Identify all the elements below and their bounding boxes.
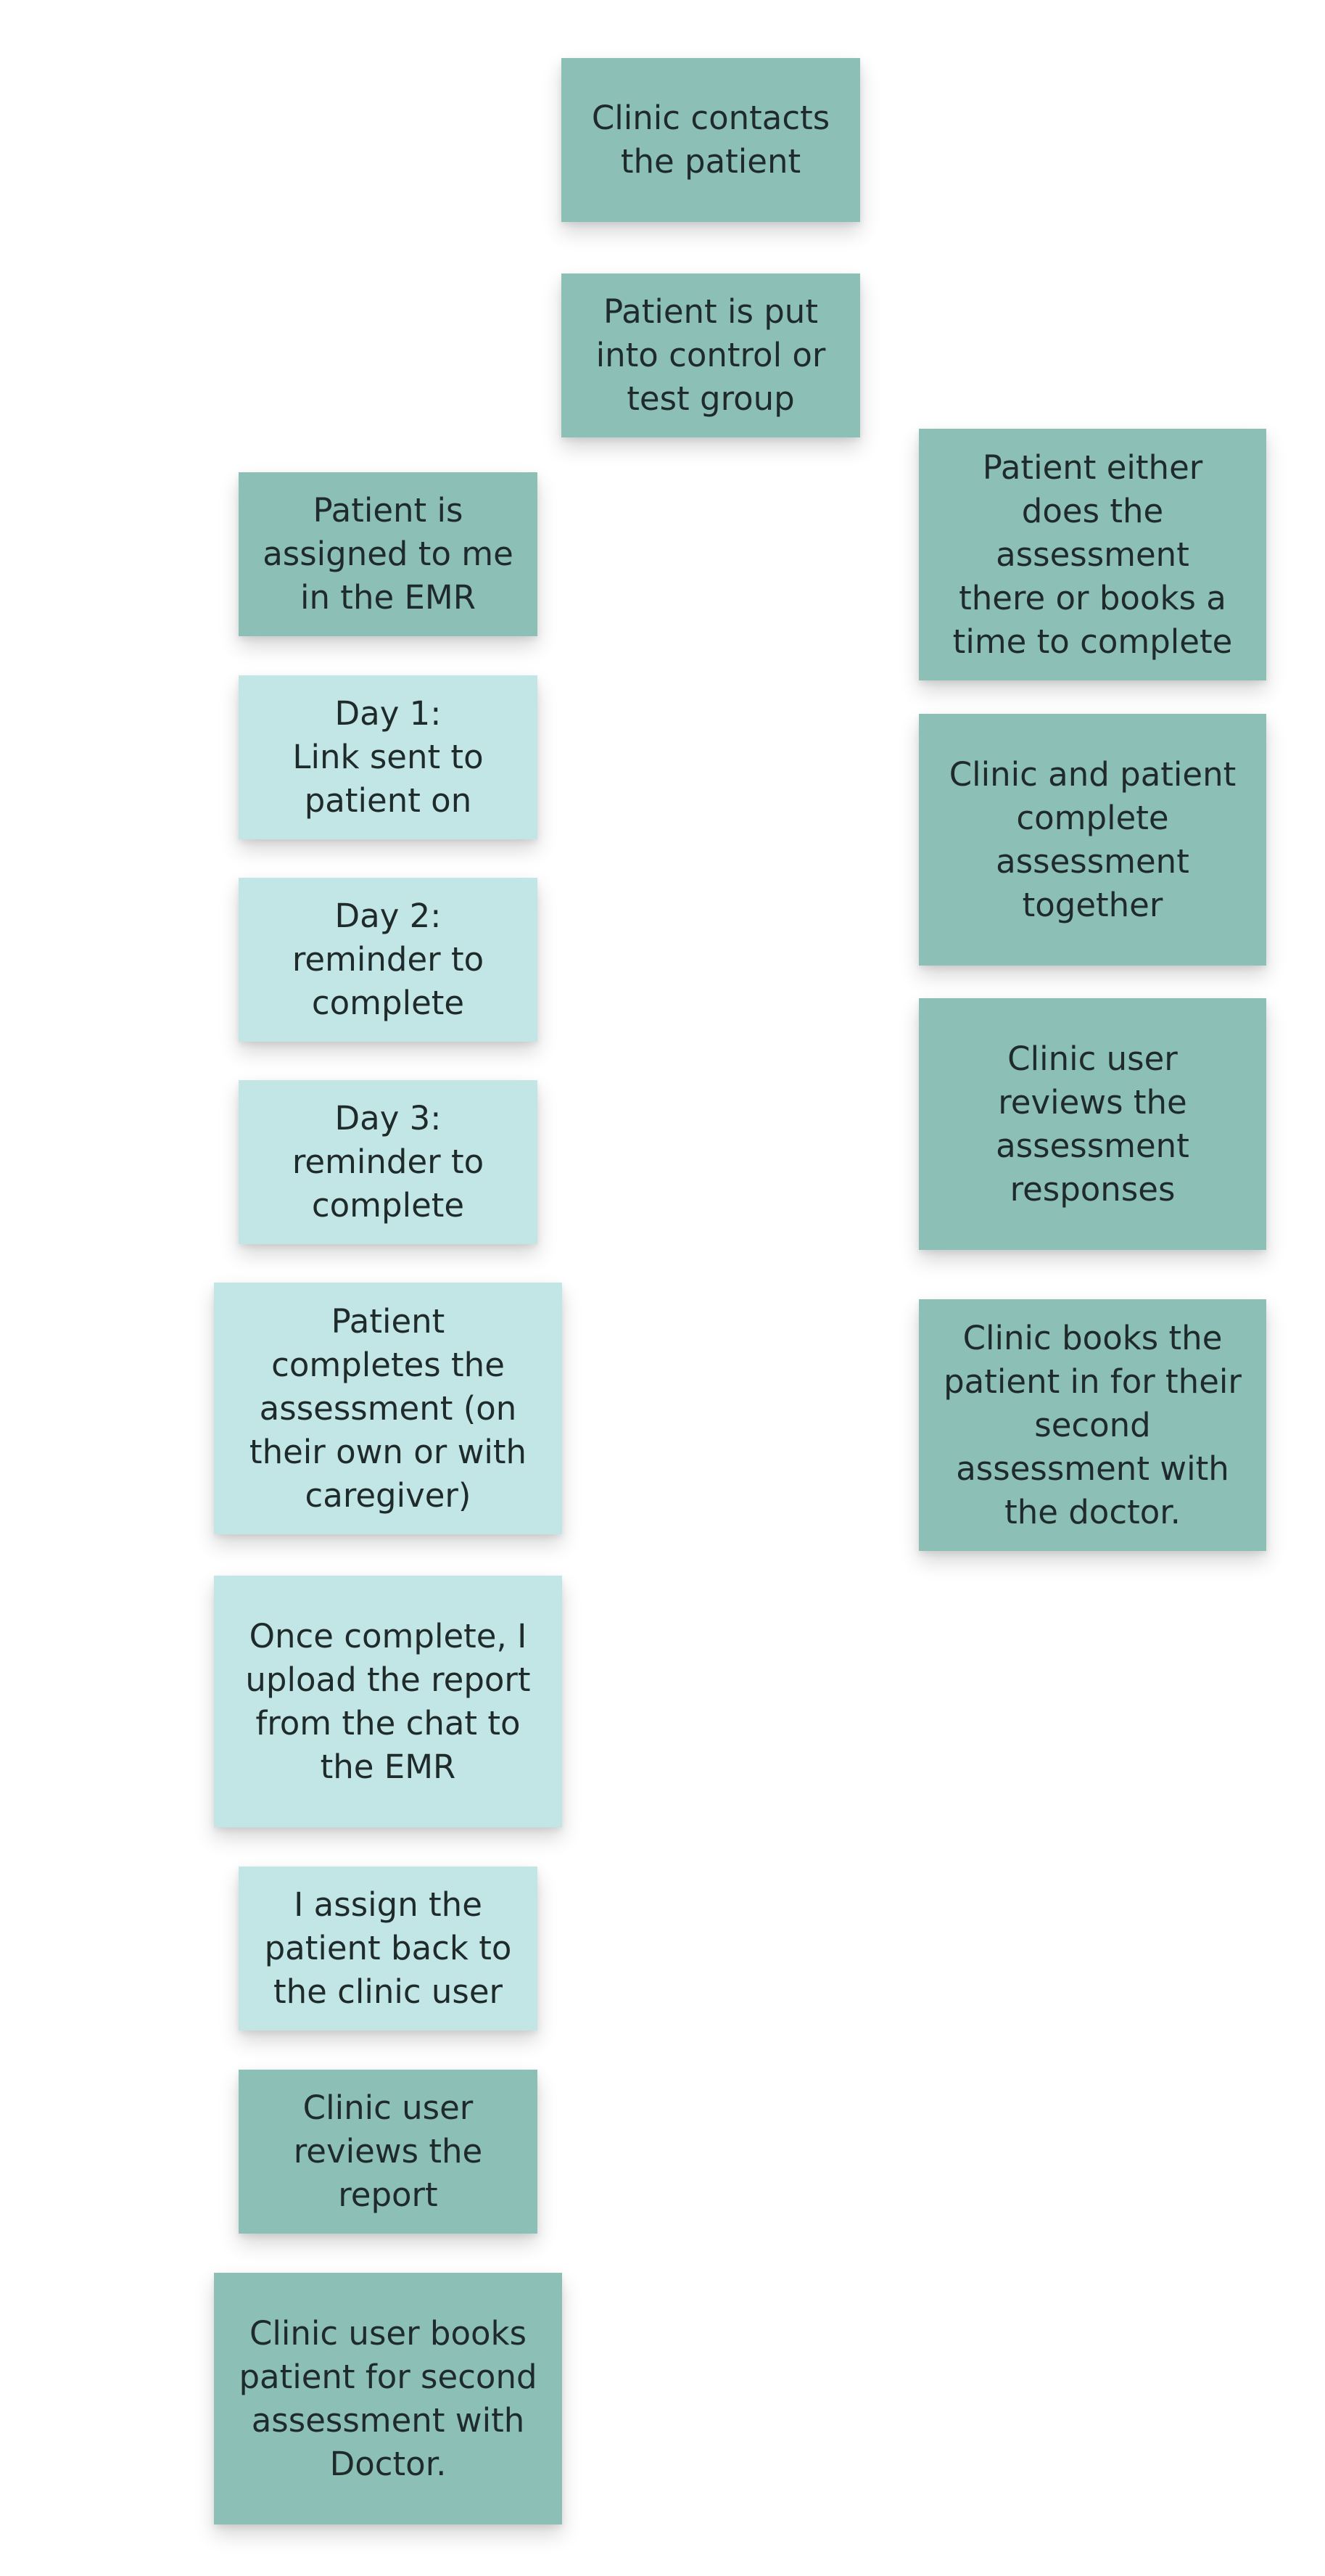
note-clinic-books-with-doctor[interactable]: Clinic books the patient in for their se… <box>919 1299 1266 1551</box>
note-day-2-reminder[interactable]: Day 2: reminder to complete <box>239 878 537 1042</box>
note-patient-does-or-books[interactable]: Patient either does the assessment there… <box>919 429 1266 680</box>
note-clinic-user-reviews-responses[interactable]: Clinic user reviews the assessment respo… <box>919 998 1266 1250</box>
note-clinic-user-reviews-report[interactable]: Clinic user reviews the report <box>239 2070 537 2234</box>
note-patient-completes-assessment[interactable]: Patient completes the assessment (on the… <box>214 1283 562 1534</box>
note-patient-control-or-test-group[interactable]: Patient is put into control or test grou… <box>561 273 860 437</box>
note-day-1-link-sent[interactable]: Day 1: Link sent to patient on <box>239 675 537 839</box>
note-clinic-and-patient-together[interactable]: Clinic and patient complete assessment t… <box>919 714 1266 966</box>
note-assign-back-to-clinic-user[interactable]: I assign the patient back to the clinic … <box>239 1867 537 2030</box>
note-upload-report-to-emr[interactable]: Once complete, I upload the report from … <box>214 1576 562 1827</box>
note-patient-assigned-in-emr[interactable]: Patient is assigned to me in the EMR <box>239 472 537 636</box>
note-clinic-contacts-patient[interactable]: Clinic contacts the patient <box>561 58 860 222</box>
note-day-3-reminder[interactable]: Day 3: reminder to complete <box>239 1080 537 1244</box>
note-clinic-user-books-second[interactable]: Clinic user books patient for second ass… <box>214 2273 562 2524</box>
